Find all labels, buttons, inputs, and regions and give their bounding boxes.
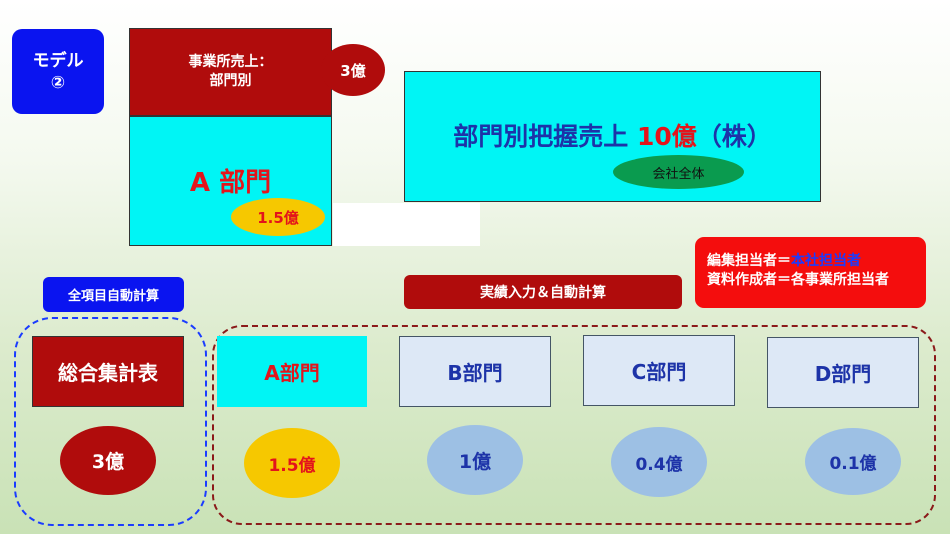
company-total-box (404, 71, 821, 202)
company-total-title-prefix: 部門別把握売上 (453, 122, 629, 151)
dept-c-box: C部門 (583, 335, 735, 406)
dept-a-value: 1.5億 (244, 428, 340, 498)
office-sales-box: 事業所売上： 部門別 (129, 28, 332, 116)
dept-c-value: 0.4億 (611, 427, 707, 497)
editor-note-line1-value: 本社担当者 (791, 253, 861, 269)
dept-b-box: B部門 (399, 336, 551, 407)
company-total-badge: 会社全体 (613, 155, 744, 189)
editor-note-line2: 資料作成者＝各事業所担当者 (707, 272, 889, 288)
company-total-title-value: 10億 (636, 122, 697, 151)
summary-group-outline (14, 317, 207, 526)
editor-note: 編集担当者＝本社担当者 資料作成者＝各事業所担当者 (695, 237, 926, 308)
dept-d-box: D部門 (767, 337, 919, 408)
dept-d-value: 0.1億 (805, 428, 901, 495)
editor-note-line1-prefix: 編集担当者＝ (707, 253, 791, 269)
departments-group-outline (212, 325, 936, 525)
dept-b-value: 1億 (427, 425, 523, 495)
actual-input-button[interactable]: 実績入力＆自動計算 (404, 275, 682, 309)
company-total-title: 部門別把握売上 10億（株） (404, 112, 821, 158)
white-spacer-box (333, 203, 480, 246)
office-sales-value: 3億 (321, 44, 385, 96)
summary-box: 総合集計表 (32, 336, 184, 407)
company-total-title-suffix: （株） (696, 122, 772, 151)
model-badge: モデル ② (12, 29, 104, 114)
editor-note-line1: 編集担当者＝本社担当者 (707, 252, 926, 271)
dept-a-top-label: A 部門 (189, 167, 272, 198)
summary-value: 3億 (60, 426, 156, 495)
dept-a-box: A部門 (217, 336, 367, 407)
auto-calc-button[interactable]: 全項目自動計算 (43, 277, 184, 312)
dept-a-top-value: 1.5億 (231, 198, 325, 236)
